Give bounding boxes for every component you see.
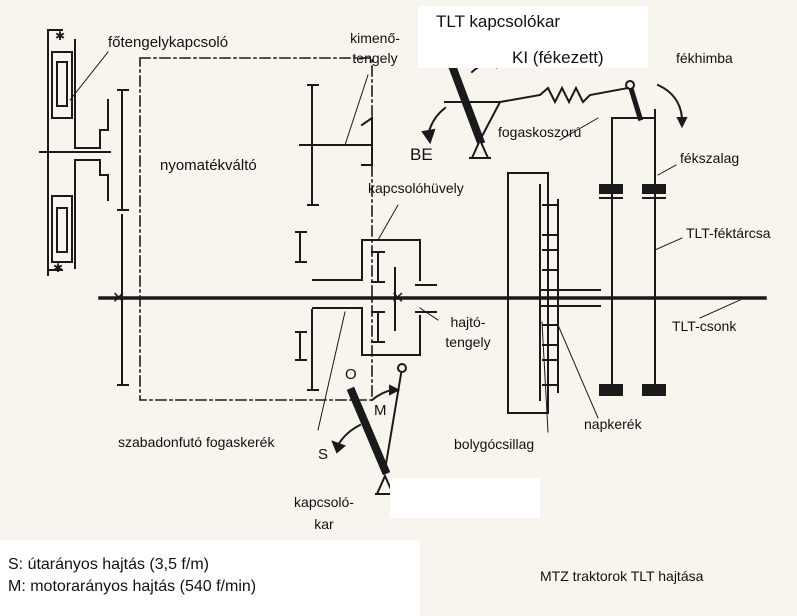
label-sun-gear: napkerék bbox=[584, 416, 642, 432]
main-clutch-drawing: ✱ ✱ bbox=[39, 29, 111, 276]
label-brake-rocker: fékhimba bbox=[676, 50, 733, 66]
label-ki-braked: KI (fékezett) bbox=[512, 48, 604, 67]
label-tlt-stub: TLT-csonk bbox=[672, 318, 737, 334]
label-ring-gear: fogaskoszorú bbox=[498, 124, 582, 140]
label-drive-shaft-line2: tengely bbox=[445, 334, 491, 350]
label-tlt-lever: TLT kapcsolókar bbox=[436, 12, 561, 31]
svg-text:✱: ✱ bbox=[53, 261, 63, 275]
label-position-s: S bbox=[318, 446, 329, 463]
highlight-box-legend bbox=[0, 540, 420, 616]
label-freewheel-gear: szabadonfutó fogaskerék bbox=[118, 434, 275, 450]
label-drive-shaft-line1: hajtó- bbox=[450, 314, 486, 330]
label-main-clutch: főtengelykapcsoló bbox=[108, 34, 229, 51]
highlight-box-bottom-middle bbox=[390, 478, 540, 518]
svg-text:✱: ✱ bbox=[55, 29, 65, 43]
label-switch-lever-line2: kar bbox=[314, 516, 334, 532]
label-brake-band: fékszalag bbox=[680, 150, 740, 166]
svg-text:✕: ✕ bbox=[112, 290, 125, 307]
svg-text:✕: ✕ bbox=[391, 290, 404, 307]
label-be: BE bbox=[410, 145, 433, 164]
label-tlt-brake-drum: TLT-féktárcsa bbox=[686, 225, 771, 241]
label-output-shaft-line1: kimenő- bbox=[350, 30, 400, 46]
label-output-shaft-line2: tengely bbox=[352, 50, 398, 66]
caption: MTZ traktorok TLT hajtása bbox=[540, 568, 704, 584]
label-planet-carrier: bolygócsillag bbox=[454, 436, 535, 452]
label-position-m: M bbox=[374, 402, 387, 419]
legend-m-line: M: motorarányos hajtás (540 f/min) bbox=[8, 578, 257, 595]
highlight-box-top bbox=[418, 6, 648, 68]
torque-converter-box bbox=[139, 57, 373, 401]
label-position-o: O bbox=[345, 366, 357, 383]
label-clutch-sleeve: kapcsolóhüvely bbox=[368, 180, 464, 196]
ring-gear-drawing bbox=[507, 172, 549, 414]
legend-s-line: S: útarányos hajtás (3,5 f/m) bbox=[8, 556, 209, 573]
label-switch-lever-line1: kapcsoló- bbox=[294, 494, 354, 510]
label-torque-converter: nyomatékváltó bbox=[160, 157, 257, 174]
